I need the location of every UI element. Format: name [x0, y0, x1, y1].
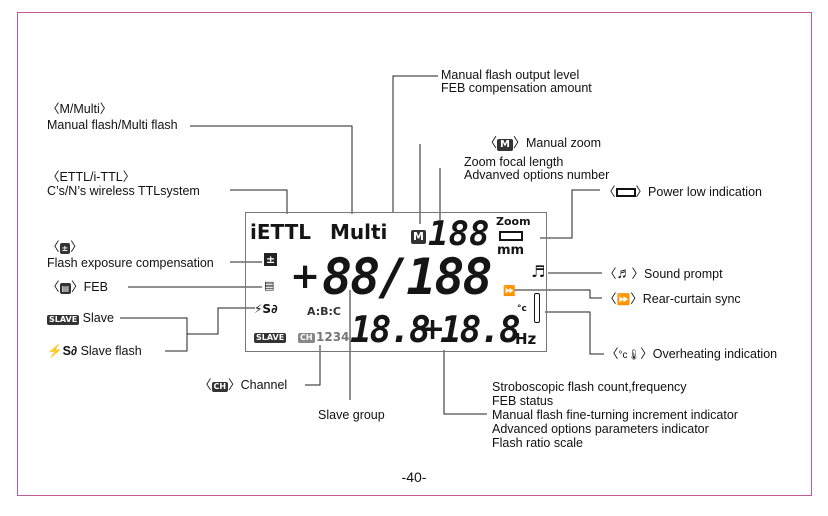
label-channel: Channel	[240, 378, 288, 392]
lcd-m-badge: M	[411, 230, 426, 244]
label-ratio-scale: Flash ratio scale	[492, 436, 584, 450]
label-strobo: Stroboscopic flash count,frequency	[492, 380, 687, 394]
note-icon: ♬	[616, 265, 632, 282]
label-rear-curtain: Rear-curtain sync	[642, 292, 741, 306]
label-feb-status: FEB status	[492, 394, 554, 408]
channel-tag-icon: CH	[211, 382, 229, 392]
feb-icon: ▤	[59, 283, 72, 294]
flash-exposure-icon: ±	[59, 243, 71, 254]
lcd-thermometer-icon	[534, 293, 540, 323]
thermometer-icon: °c🌡	[618, 350, 641, 361]
label-power-low: Power low indication	[648, 185, 762, 199]
lcd-abc: A:B:C	[307, 305, 341, 318]
slave-tag-icon: SLAVE	[47, 315, 80, 325]
lcd-celsius: °c	[517, 304, 527, 314]
lcd-hz: Hz	[515, 330, 537, 348]
lcd-ettl: iETTL	[250, 220, 312, 244]
lcd-panel	[245, 212, 547, 352]
lcd-sub-plus: +	[420, 312, 446, 347]
label-wireless: C’s/N’s wireless TTLsystem	[47, 184, 200, 198]
lcd-feb-icon: ▤	[264, 279, 275, 292]
lcd-slave-tag: SLAVE	[254, 333, 287, 343]
lcd-multi: Multi	[330, 220, 388, 244]
lcd-plus: +	[290, 256, 321, 297]
label-slave-flash-wrap: ⚡S∂ Slave flash	[47, 344, 142, 358]
label-manual-zoom-wrap: 〈M〉Manual zoom	[484, 135, 602, 151]
label-slave-wrap: SLAVE Slave	[47, 311, 114, 325]
label-flash-exp-comp: Flash exposure compensation	[47, 256, 214, 270]
lcd-main-digits: 88/188	[322, 248, 493, 306]
lcd-sub-right: 18.8	[440, 310, 521, 351]
page-number: -40-	[401, 469, 427, 485]
lcd-mm: mm	[497, 243, 525, 258]
lcd-battery-icon	[499, 231, 523, 241]
label-ettl: 〈ETTL/i-TTL〉	[47, 170, 136, 184]
label-zoom-focal: Zoom focal length	[464, 155, 564, 169]
label-slave-flash: Slave flash	[80, 344, 142, 358]
label-sound-wrap: 〈♬〉Sound prompt	[604, 265, 723, 282]
label-rear-wrap: 〈⏩〉Rear-curtain sync	[604, 292, 741, 306]
label-power-low-wrap: 〈〉Power low indication	[603, 185, 762, 199]
label-adv-options-number: Advanved options number	[464, 168, 610, 182]
label-m-multi: 〈M/Multi〉	[47, 102, 113, 116]
label-fine-tuning: Manual flash fine-turning increment indi…	[492, 408, 738, 422]
label-overheating: Overheating indication	[652, 347, 778, 361]
lcd-slave-flash-icon: ⚡S∂	[254, 302, 278, 316]
lcd-zoom-digits: 188	[428, 214, 490, 254]
lcd-zoom-word: Zoom	[496, 215, 531, 228]
lcd-channels: 1234	[316, 330, 350, 344]
battery-low-icon	[615, 188, 636, 198]
lcd-ch-tag: CH	[298, 333, 315, 343]
rear-curtain-icon: ⏩	[616, 294, 631, 306]
label-feb: FEB	[83, 280, 108, 294]
label-manual-output-level: Manual flash output level	[441, 68, 580, 82]
label-feb-wrap: 〈▤〉FEB	[47, 280, 108, 294]
lcd-flash-exp-icon: ±	[264, 253, 278, 266]
label-overheat-wrap: 〈°c🌡〉Overheating indication	[606, 347, 778, 361]
label-manual-zoom: Manual zoom	[525, 136, 602, 150]
lcd-note-icon: ♬	[531, 262, 546, 281]
flash-exp-icon-wrap: 〈±〉	[47, 240, 83, 254]
label-sound-prompt: Sound prompt	[644, 267, 723, 281]
slave-flash-icon: ⚡S∂	[47, 344, 78, 358]
label-manual-multi: Manual flash/Multi flash	[47, 118, 178, 132]
label-feb-amount: FEB compensation amount	[441, 81, 592, 95]
label-slave-group: Slave group	[318, 408, 385, 422]
lcd-rear-icon: ⏩	[503, 286, 516, 297]
label-adv-params: Advanced options parameters indicator	[492, 422, 709, 436]
lcd-sub-left: 18.8	[350, 310, 431, 351]
page-frame	[17, 12, 812, 496]
label-slave: Slave	[82, 311, 114, 325]
label-channel-wrap: 〈CH〉Channel	[199, 378, 288, 392]
m-zoom-icon: M	[497, 139, 513, 151]
